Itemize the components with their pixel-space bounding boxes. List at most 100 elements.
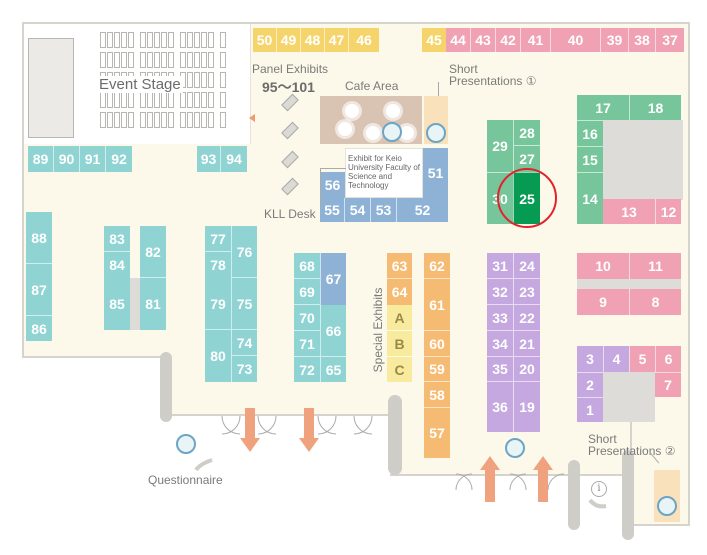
booth-79[interactable]: 79	[205, 278, 231, 330]
booth-17[interactable]: 17	[577, 95, 629, 120]
booth-89[interactable]: 89	[28, 146, 54, 172]
booth-51[interactable]: 51	[423, 148, 448, 198]
booth-85[interactable]: 85	[104, 278, 130, 330]
booth-53[interactable]: 53	[371, 198, 397, 222]
booth-13[interactable]: 13	[603, 199, 655, 224]
booth-78[interactable]: 78	[205, 252, 231, 278]
booth-67[interactable]: 67	[320, 253, 346, 305]
booth-9[interactable]: 9	[577, 289, 629, 315]
booth-20[interactable]: 20	[513, 357, 540, 382]
booth-77[interactable]: 77	[205, 226, 231, 252]
booth-66[interactable]: 66	[320, 305, 346, 357]
booth-36[interactable]: 36	[487, 382, 513, 432]
booth-64[interactable]: 64	[387, 279, 412, 305]
booth-40[interactable]: 40	[551, 28, 601, 52]
booth-80[interactable]: 80	[205, 330, 231, 382]
booth-65[interactable]: 65	[320, 357, 346, 382]
special-booth-a[interactable]: A	[387, 305, 412, 331]
booth-23[interactable]: 23	[513, 279, 540, 305]
booth-91[interactable]: 91	[80, 146, 106, 172]
booth-1[interactable]: 1	[577, 397, 603, 422]
presentation-icon[interactable]	[505, 438, 525, 458]
booth-42[interactable]: 42	[496, 28, 521, 52]
booth-28[interactable]: 28	[513, 120, 540, 146]
presentation-icon[interactable]	[657, 496, 677, 516]
booth-27[interactable]: 27	[513, 146, 540, 172]
presentation-icon[interactable]	[426, 123, 446, 143]
booth-3[interactable]: 3	[577, 346, 603, 372]
info-icon[interactable]: i	[591, 481, 607, 497]
booth-61[interactable]: 61	[424, 279, 450, 331]
questionnaire-icon[interactable]	[176, 434, 196, 454]
booth-45[interactable]: 45	[422, 28, 446, 52]
booth-93[interactable]: 93	[197, 146, 221, 172]
booth-68[interactable]: 68	[294, 253, 320, 279]
booth-81[interactable]: 81	[140, 278, 166, 330]
booth-2[interactable]: 2	[577, 372, 603, 397]
booth-50[interactable]: 50	[253, 28, 277, 52]
booth-14[interactable]: 14	[577, 172, 603, 224]
booth-7[interactable]: 7	[655, 372, 681, 397]
booth-94[interactable]: 94	[221, 146, 247, 172]
booth-44[interactable]: 44	[446, 28, 471, 52]
booth-59[interactable]: 59	[424, 357, 450, 382]
booth-34[interactable]: 34	[487, 331, 513, 357]
booth-74[interactable]: 74	[231, 330, 257, 356]
special-booth-c[interactable]: C	[387, 357, 412, 382]
booth-63[interactable]: 63	[387, 253, 412, 279]
booth-24[interactable]: 24	[513, 253, 540, 279]
booth-12[interactable]: 12	[655, 199, 681, 224]
booth-62[interactable]: 62	[424, 253, 450, 279]
booth-92[interactable]: 92	[106, 146, 132, 172]
special-booth-b[interactable]: B	[387, 331, 412, 357]
booth-10[interactable]: 10	[577, 253, 629, 279]
booth-52[interactable]: 52	[397, 198, 448, 222]
booth-39[interactable]: 39	[601, 28, 629, 52]
booth-71[interactable]: 71	[294, 331, 320, 357]
booth-82[interactable]: 82	[140, 226, 166, 278]
booth-88[interactable]: 88	[26, 212, 52, 264]
booth-84[interactable]: 84	[104, 252, 130, 278]
booth-70[interactable]: 70	[294, 305, 320, 331]
booth-15[interactable]: 15	[577, 146, 603, 172]
presentation-icon[interactable]	[382, 122, 402, 142]
booth-4[interactable]: 4	[603, 346, 629, 372]
booth-19[interactable]: 19	[513, 382, 540, 432]
booth-16[interactable]: 16	[577, 120, 603, 146]
booth-57[interactable]: 57	[424, 408, 450, 458]
booth-33[interactable]: 33	[487, 305, 513, 331]
booth-31[interactable]: 31	[487, 253, 513, 279]
booth-83[interactable]: 83	[104, 226, 130, 252]
booth-73[interactable]: 73	[231, 356, 257, 382]
booth-55[interactable]: 55	[320, 198, 345, 222]
booth-41[interactable]: 41	[521, 28, 551, 52]
booth-60[interactable]: 60	[424, 331, 450, 357]
booth-6[interactable]: 6	[655, 346, 681, 372]
booth-32[interactable]: 32	[487, 279, 513, 305]
booth-56[interactable]: 56	[320, 172, 345, 198]
booth-49[interactable]: 49	[277, 28, 301, 52]
booth-43[interactable]: 43	[471, 28, 496, 52]
booth-48[interactable]: 48	[301, 28, 325, 52]
booth-76[interactable]: 76	[231, 226, 257, 278]
booth-37[interactable]: 37	[656, 28, 684, 52]
booth-8[interactable]: 8	[629, 289, 681, 315]
booth-22[interactable]: 22	[513, 305, 540, 331]
booth-29[interactable]: 29	[487, 120, 513, 172]
booth-87[interactable]: 87	[26, 264, 52, 316]
booth-72[interactable]: 72	[294, 357, 320, 382]
booth-18[interactable]: 18	[629, 95, 681, 120]
booth-58[interactable]: 58	[424, 382, 450, 408]
booth-86[interactable]: 86	[26, 316, 52, 341]
booth-47[interactable]: 47	[325, 28, 349, 52]
booth-5[interactable]: 5	[629, 346, 655, 372]
booth-46[interactable]: 46	[349, 28, 379, 52]
booth-54[interactable]: 54	[345, 198, 371, 222]
booth-90[interactable]: 90	[54, 146, 80, 172]
booth-21[interactable]: 21	[513, 331, 540, 357]
booth-35[interactable]: 35	[487, 357, 513, 382]
booth-69[interactable]: 69	[294, 279, 320, 305]
booth-11[interactable]: 11	[629, 253, 681, 279]
booth-75[interactable]: 75	[231, 278, 257, 330]
booth-38[interactable]: 38	[629, 28, 656, 52]
